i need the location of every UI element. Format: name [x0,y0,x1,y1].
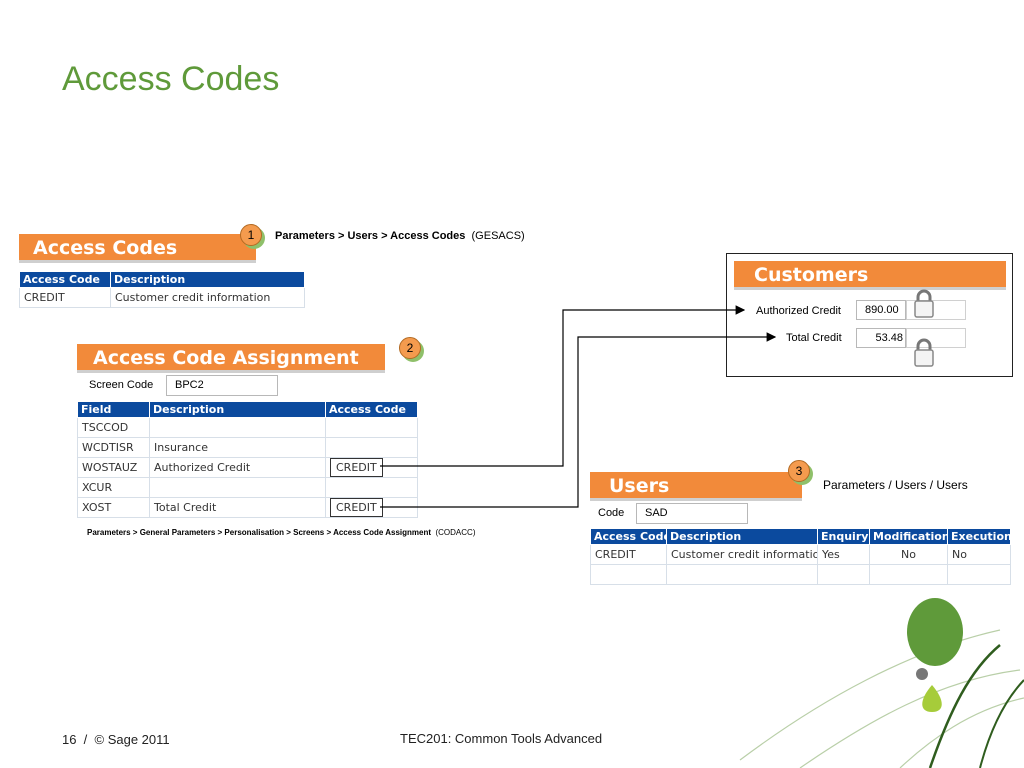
column-header[interactable]: Modification [869,528,948,545]
assignment-path-bold: Parameters > General Parameters > Person… [87,528,432,537]
authorized-credit-connector [380,305,746,467]
customers-header: Customers [734,261,1006,287]
field-cell[interactable]: WCDTISR [77,437,150,458]
column-header[interactable]: Access Code [19,271,111,288]
description-cell[interactable]: Customer credit information [666,544,818,565]
table-row[interactable]: XOST Total Credit CREDIT [77,497,418,518]
code-field[interactable]: SAD [636,503,748,524]
code-label: Code [598,507,625,519]
column-header[interactable]: Field [77,401,150,418]
access-codes-path-code: (GESACS) [471,230,525,242]
credit-code-box: CREDIT [330,458,383,477]
access-codes-table: Access Code Description CREDIT Customer … [19,271,305,308]
access-code-cell[interactable]: CREDIT [19,287,111,308]
access-codes-header: Access Codes [19,234,256,260]
column-header[interactable]: Description [110,271,305,288]
assignment-header: Access Code Assignment [77,344,385,370]
footer-page-copyright: 16 / © Sage 2011 [62,732,170,747]
lock-icon [914,289,934,318]
access-codes-path-bold: Parameters > Users > Access Codes [275,230,466,242]
footer-course-title: TEC201: Common Tools Advanced [400,731,603,746]
screen-code-label: Screen Code [89,379,154,391]
authorized-credit-label: Authorized Credit [756,305,841,317]
execution-cell[interactable] [947,564,1011,585]
table-row[interactable]: CREDIT Customer credit information Yes N… [590,544,1011,565]
screen-code-field[interactable]: BPC2 [166,375,278,396]
assignment-path: Parameters > General Parameters > Person… [87,528,475,537]
authorized-credit-extra-field [906,300,966,320]
assignment-path-code: (CODACC) [435,528,476,537]
step-2-badge: 2 [399,337,421,359]
step-3-badge: 3 [788,460,810,482]
total-credit-label: Total Credit [786,332,842,344]
authorized-credit-field[interactable]: 890.00 [856,300,906,320]
total-credit-extra-field [906,328,966,348]
description-cell[interactable]: Total Credit [149,497,326,518]
column-header[interactable]: Access Code [325,401,418,418]
assignment-table: Field Description Access Code TSCCOD WCD… [77,401,418,518]
table-row[interactable]: CREDIT Customer credit information [19,287,305,308]
total-credit-field[interactable]: 53.48 [856,328,906,348]
lock-icon [914,338,934,367]
decorative-leaf-graphic [739,598,1024,768]
column-header[interactable]: Description [666,528,818,545]
total-credit-value: 53.48 [875,332,903,344]
step-1-badge: 1 [240,224,262,246]
table-row[interactable]: WCDTISR Insurance [77,437,418,458]
table-row[interactable] [590,564,1011,585]
column-header[interactable]: Enquiry [817,528,870,545]
users-path: Parameters / Users / Users [823,478,968,492]
users-table: Access Code Description Enquiry Modifica… [590,528,1011,585]
users-header: Users [590,472,802,498]
total-credit-connector [380,332,777,508]
slide-title: Access Codes [62,60,280,98]
column-header[interactable]: Execution [947,528,1011,545]
table-row[interactable]: TSCCOD [77,417,418,438]
description-cell[interactable]: Customer credit information [110,287,305,308]
access-codes-path: Parameters > Users > Access Codes (GESAC… [275,230,525,242]
